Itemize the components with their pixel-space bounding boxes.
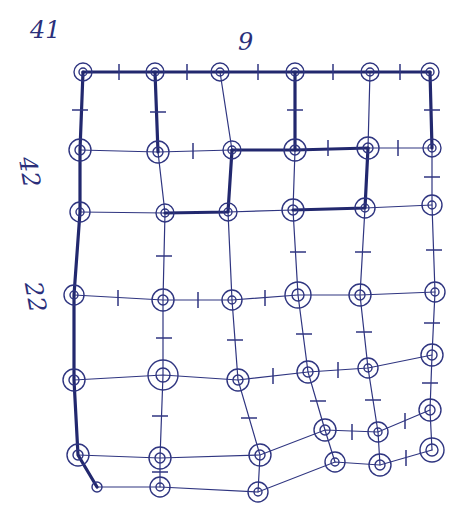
grid-lines [74, 72, 435, 492]
handwritten-label: 42 [15, 155, 44, 189]
bold-path [74, 72, 432, 487]
handwritten-label: 41 [30, 18, 61, 42]
vertex-circles [63, 63, 445, 502]
tick-marks [72, 64, 442, 472]
handwritten-label: 9 [238, 30, 253, 54]
handwritten-label: 22 [21, 280, 50, 314]
